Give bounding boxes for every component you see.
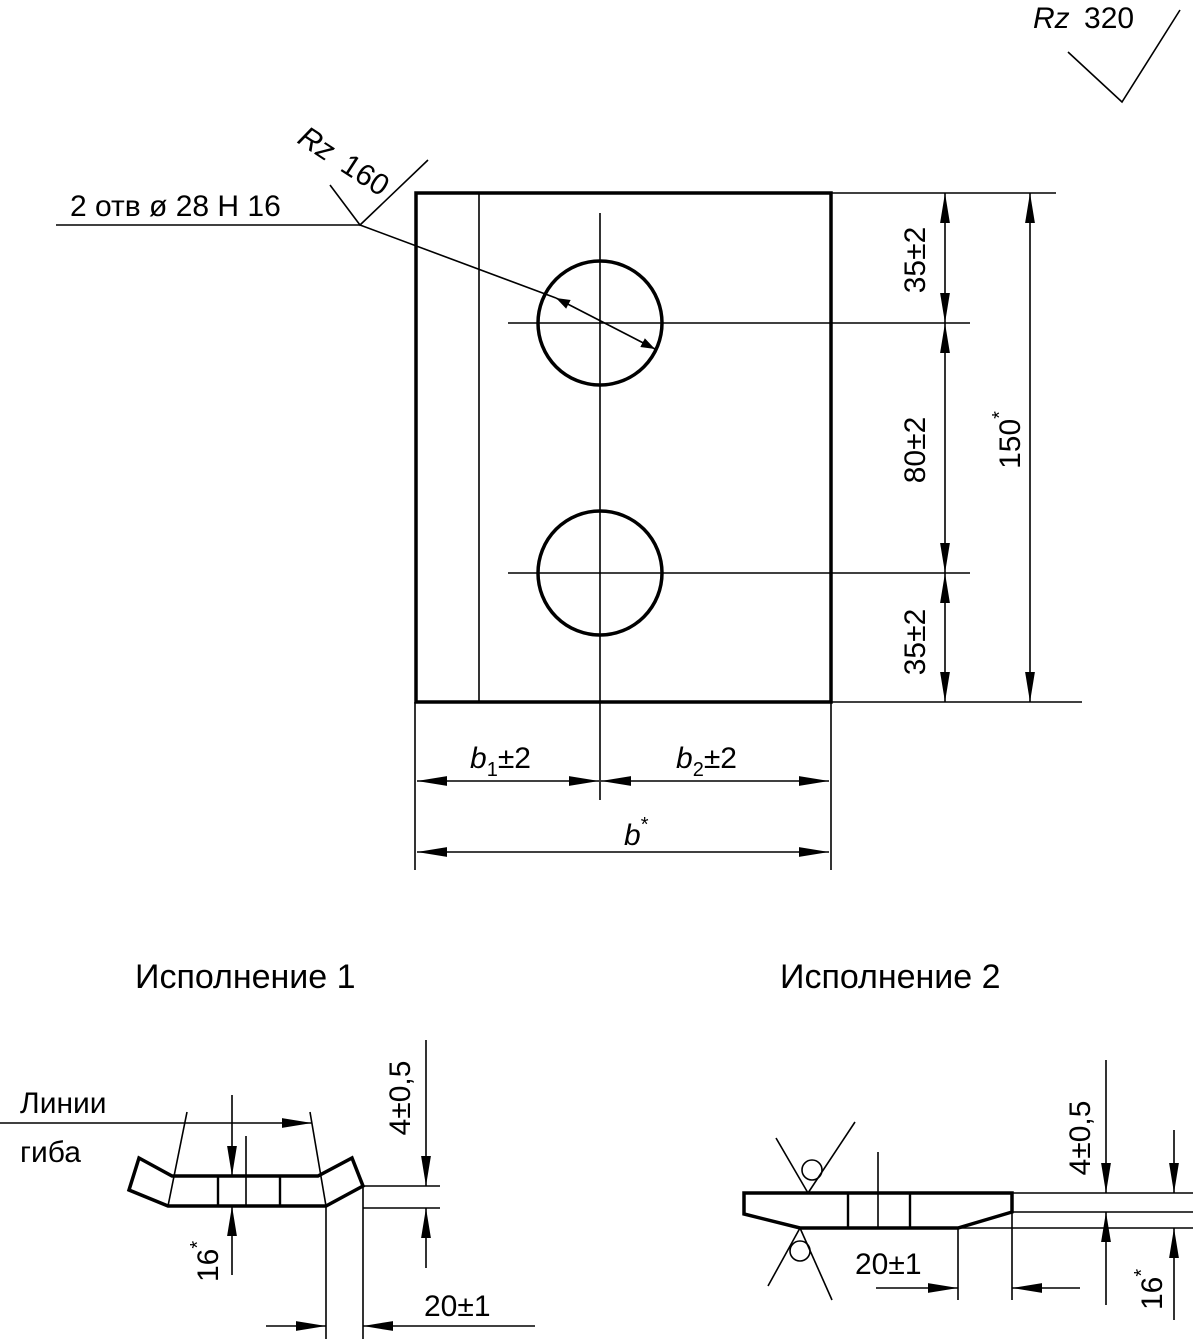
bend-label-line2: гиба xyxy=(20,1136,81,1169)
dim-height: 150* xyxy=(989,411,1027,469)
variant1-thickness: 16* xyxy=(187,1241,225,1282)
bend-label-line1: Линии xyxy=(20,1087,107,1120)
variant2-thickness: 16* xyxy=(1131,1269,1169,1310)
variant1-title: Исполнение 1 xyxy=(135,958,356,996)
variant1-section: Исполнение 1 Линии гиба 16* 4±0,5 20±1 xyxy=(0,958,535,1339)
plate-front-view xyxy=(414,191,970,800)
holes-label: 2 отв ø 28 H 16 xyxy=(70,190,281,223)
roughness-general-text: Rz 320 xyxy=(1033,2,1134,35)
roughness-holes-text: Rz 160 xyxy=(292,120,395,203)
horizontal-dimensions: b1±2 b2±2 b* xyxy=(414,702,832,870)
dim-hole-spacing: 80±2 xyxy=(899,417,932,484)
roughness-general-symbol: Rz 320 xyxy=(1033,2,1181,104)
variant2-title: Исполнение 2 xyxy=(780,958,1001,996)
variant2-section: Исполнение 2 4±0,5 16* 20±1 xyxy=(742,958,1193,1320)
dim-top-offset: 35±2 xyxy=(899,227,932,294)
variant2-flange: 20±1 xyxy=(855,1248,922,1281)
dim-b1: b1±2 xyxy=(470,742,531,781)
dim-b2: b2±2 xyxy=(676,742,737,781)
hole-callout: 2 отв ø 28 H 16 Rz 160 xyxy=(56,120,656,350)
variant1-flange: 20±1 xyxy=(424,1290,491,1323)
dim-b-total: b* xyxy=(624,814,649,852)
dim-bottom-offset: 35±2 xyxy=(899,609,932,676)
vertical-dimensions: 35±2 80±2 35±2 150* xyxy=(831,192,1082,703)
variant1-depth: 4±0,5 xyxy=(384,1061,417,1136)
variant2-depth: 4±0,5 xyxy=(1064,1101,1097,1176)
